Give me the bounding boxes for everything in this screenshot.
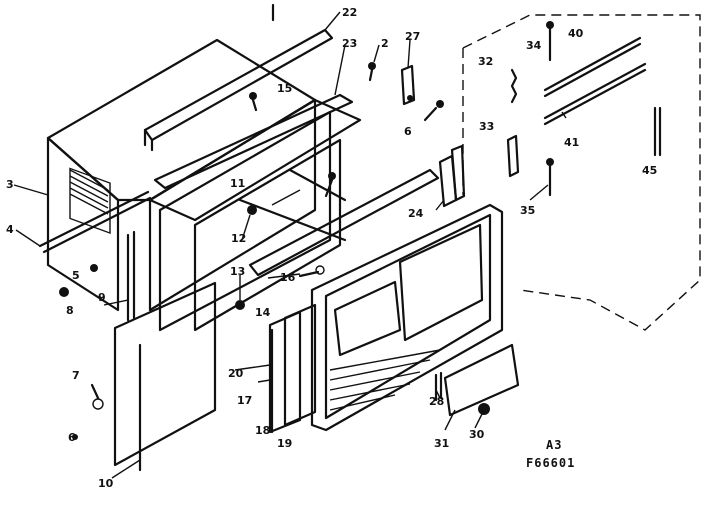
callout-23: 23: [342, 37, 358, 50]
side-panel: [113, 230, 217, 472]
fastener-6: [59, 287, 69, 297]
inner-frame: [148, 98, 362, 332]
callout-4: 4: [6, 223, 14, 236]
knob-30: [478, 403, 490, 415]
screw-12: [247, 205, 257, 215]
callout-27: 27: [405, 30, 421, 43]
callout-7: 7: [72, 369, 80, 382]
callout-2: 2: [381, 37, 389, 50]
wire-32: [510, 68, 518, 104]
callout-17: 17: [237, 394, 253, 407]
callout-16: 16: [280, 271, 296, 284]
drawing-number: F66601: [526, 456, 576, 470]
part-33: [506, 134, 520, 178]
callout-18: 18: [255, 424, 271, 437]
top-rail: [143, 28, 334, 152]
callout-19: 19: [277, 437, 293, 450]
callout-6-upper: 6: [404, 125, 412, 138]
callout-13: 13: [230, 265, 246, 278]
callout-12: 12: [231, 232, 247, 245]
air-filter: [268, 303, 317, 434]
callout-28: 28: [429, 395, 445, 408]
clip-7: [90, 383, 104, 410]
sheet-code: A3: [546, 438, 563, 452]
callout-8: 8: [66, 304, 74, 317]
callout-30: 30: [469, 428, 485, 441]
callout-31: 31: [434, 437, 450, 450]
screw-15: [249, 92, 258, 112]
rail-41: [543, 62, 647, 126]
callout-10: 10: [98, 477, 114, 490]
lower-trim: [434, 343, 520, 417]
screw-8-lower: [72, 434, 78, 440]
callout-22: 22: [342, 6, 358, 19]
front-rail: [248, 168, 440, 277]
callout-15: 15: [277, 82, 293, 95]
callout-5: 5: [72, 269, 80, 282]
vertical-bracket: [438, 144, 466, 208]
screw-13: [235, 300, 245, 310]
callout-6-lower: 6: [68, 431, 76, 444]
grille-texture: [329, 349, 441, 411]
top-panel: [153, 93, 354, 190]
leader-lines: [13, 11, 567, 479]
screw-6-upper: [423, 100, 444, 122]
side-louver-grille: [69, 167, 111, 234]
callout-34: 34: [526, 39, 542, 52]
callout-35: 35: [520, 204, 536, 217]
rail-40: [543, 36, 642, 98]
callout-3: 3: [6, 178, 14, 191]
callout-11: 11: [230, 177, 246, 190]
clip-16: [298, 265, 325, 278]
screw-8: [324, 172, 336, 198]
callout-20: 20: [228, 367, 244, 380]
screw-34: [546, 21, 554, 62]
callout-14: 14: [255, 306, 271, 319]
callout-33: 33: [479, 120, 495, 133]
callout-41: 41: [564, 136, 580, 149]
callout-32: 32: [478, 55, 494, 68]
callout-40: 40: [568, 27, 584, 40]
accessory-kit-outline: [462, 14, 701, 331]
front-grille: [310, 203, 504, 432]
bracket-27: [400, 64, 416, 106]
fastener-5: [90, 264, 98, 272]
screw-2: [368, 62, 376, 82]
side-rail: [38, 190, 150, 248]
callout-24: 24: [408, 207, 424, 220]
callout-45: 45: [642, 164, 658, 177]
callout-9: 9: [98, 291, 106, 304]
bolt-35: [546, 158, 554, 197]
